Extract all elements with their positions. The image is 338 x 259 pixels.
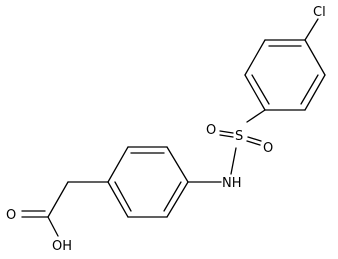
bond <box>304 39 326 76</box>
bond <box>219 130 234 134</box>
bond <box>244 39 266 76</box>
bond-s-n <box>230 147 237 175</box>
bond <box>163 181 182 212</box>
sulfur-label: S <box>235 129 243 144</box>
bond-c-oh <box>47 216 59 237</box>
bond-ring-s <box>246 109 266 123</box>
carbonyl-oxygen-label: O <box>6 208 16 223</box>
sulfonyl-double-bonds <box>219 130 262 146</box>
bond-c-cl <box>304 18 319 41</box>
amine-label: NH <box>222 176 242 191</box>
chlorine-label: Cl <box>313 5 326 20</box>
bond-ch2-c <box>47 181 69 218</box>
bond <box>107 181 129 218</box>
bond <box>244 74 266 111</box>
bond <box>107 146 129 183</box>
sulfonyl-oxygen-left-label: O <box>206 123 216 138</box>
bond <box>304 74 326 111</box>
bond <box>247 136 262 142</box>
bond <box>166 146 189 183</box>
bond <box>300 74 319 105</box>
sulfonyl-oxygen-right-label: O <box>263 141 273 156</box>
bond <box>114 181 132 212</box>
phenylene-ring <box>107 146 189 218</box>
bond <box>219 134 234 138</box>
bond <box>166 181 189 218</box>
chlorophenyl-ring <box>244 39 326 111</box>
bond <box>251 74 270 105</box>
hydroxyl-label: OH <box>52 239 72 254</box>
bond <box>246 140 261 146</box>
